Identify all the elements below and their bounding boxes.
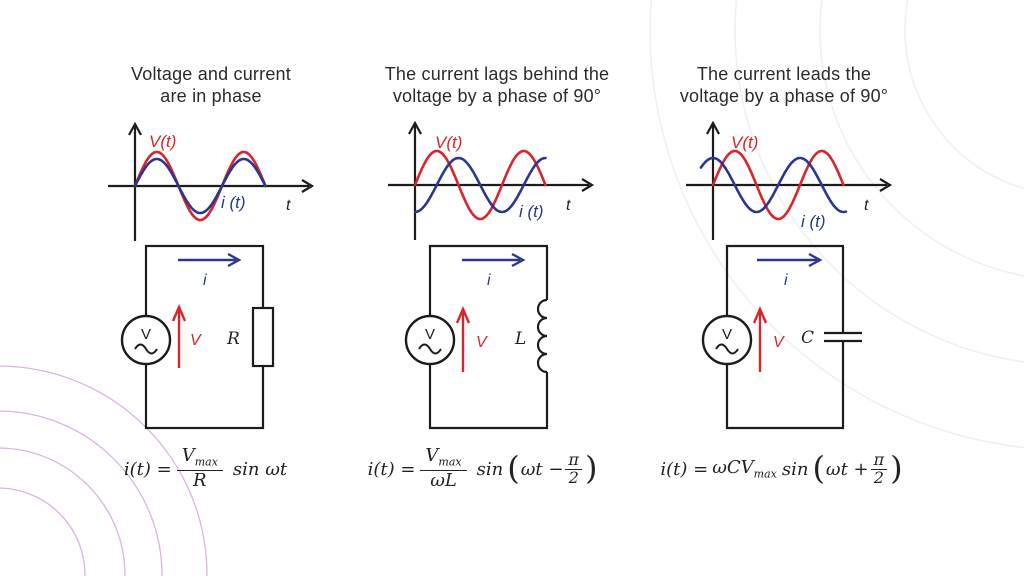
panel2-title-line1: The current lags behind the: [384, 64, 610, 84]
panel3-formula: i(t) = ωCVmax sin ( ωt + π 2 ): [652, 440, 912, 498]
source-label: V: [722, 326, 732, 343]
voltage-arrow: [455, 305, 471, 372]
resistor-label: R: [226, 329, 240, 349]
axes: [388, 120, 595, 240]
fraction-denominator: ωL: [430, 469, 457, 491]
wave-current: [699, 156, 848, 214]
fraction-denominator: R: [193, 469, 207, 491]
panel1-title: Voltage and current are in phase: [71, 63, 351, 107]
formula-tail: sin ωt: [232, 458, 288, 480]
fraction-numerator: Vmax: [176, 447, 223, 471]
current-curve-label: i (t): [221, 193, 246, 212]
pi-over-two: π 2: [870, 452, 888, 486]
time-axis-label: t: [566, 197, 571, 214]
gray-arcs-top-right: [649, 0, 1024, 449]
voltage-arrow-label: V: [190, 332, 202, 349]
wave-voltage: [413, 149, 547, 221]
panel1-circuit-resistor: V i V R: [120, 244, 275, 430]
panel1-formula: i(t) = Vmax R sin ωt: [98, 440, 313, 498]
voltage-curve-label: V(t): [435, 133, 462, 152]
panel1-title-line2: are in phase: [160, 86, 262, 106]
open-paren: (: [812, 449, 825, 487]
panel2-title: The current lags behind the voltage by a…: [357, 63, 637, 107]
close-paren: ): [584, 449, 598, 487]
voltage-arrow-label: V: [476, 334, 488, 351]
voltage-arrow-label: V: [773, 334, 785, 351]
source-label: V: [425, 326, 435, 343]
inductor-symbol: [536, 298, 548, 374]
current-arrow-label: i: [784, 272, 788, 289]
formula-lhs: i(t) =: [367, 458, 416, 480]
voltage-arrow: [752, 305, 768, 372]
panel2-formula: i(t) = Vmax ωL sin ( ωt − π 2 ): [363, 440, 603, 498]
sin-label: sin: [781, 458, 809, 480]
open-paren: (: [507, 449, 520, 487]
pi-over-two: π 2: [565, 452, 582, 486]
inductor-label: L: [514, 329, 526, 349]
voltage-arrow: [171, 303, 187, 368]
wave-current: [133, 157, 267, 215]
formula-lhs: i(t) =: [123, 458, 172, 480]
sine-symbol: [134, 343, 158, 355]
panel3-waveform-plot: V(t) i (t) t: [686, 120, 893, 240]
sin-label: sin: [476, 458, 504, 480]
time-axis-label: t: [286, 197, 291, 214]
sine-symbol: [418, 343, 442, 355]
source-label: V: [141, 326, 151, 343]
capacitor-label: C: [801, 328, 814, 348]
current-curve-label: i (t): [801, 212, 826, 231]
ac-source-symbol: [701, 314, 753, 366]
panel1-title-line1: Voltage and current: [131, 64, 291, 84]
wave-voltage: [711, 149, 845, 221]
current-arrow-label: i: [203, 272, 207, 289]
close-paren: ): [890, 449, 903, 487]
current-curve-label: i (t): [519, 202, 544, 221]
panel3-title: The current leads the voltage by a phase…: [644, 63, 924, 107]
panel3-circuit-capacitor: V i V C: [701, 244, 862, 430]
panel3-title-line1: The current leads the: [696, 64, 872, 84]
panel3-title-line2: voltage by a phase of 90°: [679, 86, 889, 106]
current-arrow-label: i: [487, 272, 491, 289]
panel2-title-line2: voltage by a phase of 90°: [392, 86, 602, 106]
voltage-curve-label: V(t): [149, 132, 176, 151]
panel1-waveform-plot: V(t) i (t) t: [108, 121, 315, 241]
current-arrow: [462, 252, 526, 268]
formula-coefficient: ωCVmax: [712, 457, 777, 481]
fraction: Vmax R: [176, 447, 223, 491]
capacitor-symbol: [824, 331, 862, 343]
axes: [108, 121, 315, 241]
fraction-numerator: Vmax: [420, 447, 467, 471]
time-axis-label: t: [864, 197, 869, 214]
wave-current: [413, 156, 547, 214]
panel2-waveform-plot: V(t) i (t) t: [388, 120, 595, 240]
resistor-symbol: [251, 306, 275, 368]
purple-arcs-bottom-left: [0, 365, 208, 576]
fraction: Vmax ωL: [420, 447, 467, 491]
ac-source-symbol: [404, 314, 456, 366]
voltage-curve-label: V(t): [731, 133, 758, 152]
sine-symbol: [715, 343, 739, 355]
current-arrow: [757, 252, 823, 268]
formula-argument: ωt +: [825, 458, 869, 480]
wave-voltage: [133, 150, 267, 222]
ac-source-symbol: [120, 314, 172, 366]
formula-lhs: i(t) =: [660, 458, 709, 480]
formula-argument: ωt −: [520, 458, 564, 480]
panel2-circuit-inductor: V i V L: [404, 244, 549, 430]
axes: [686, 120, 893, 240]
current-arrow: [178, 252, 242, 268]
